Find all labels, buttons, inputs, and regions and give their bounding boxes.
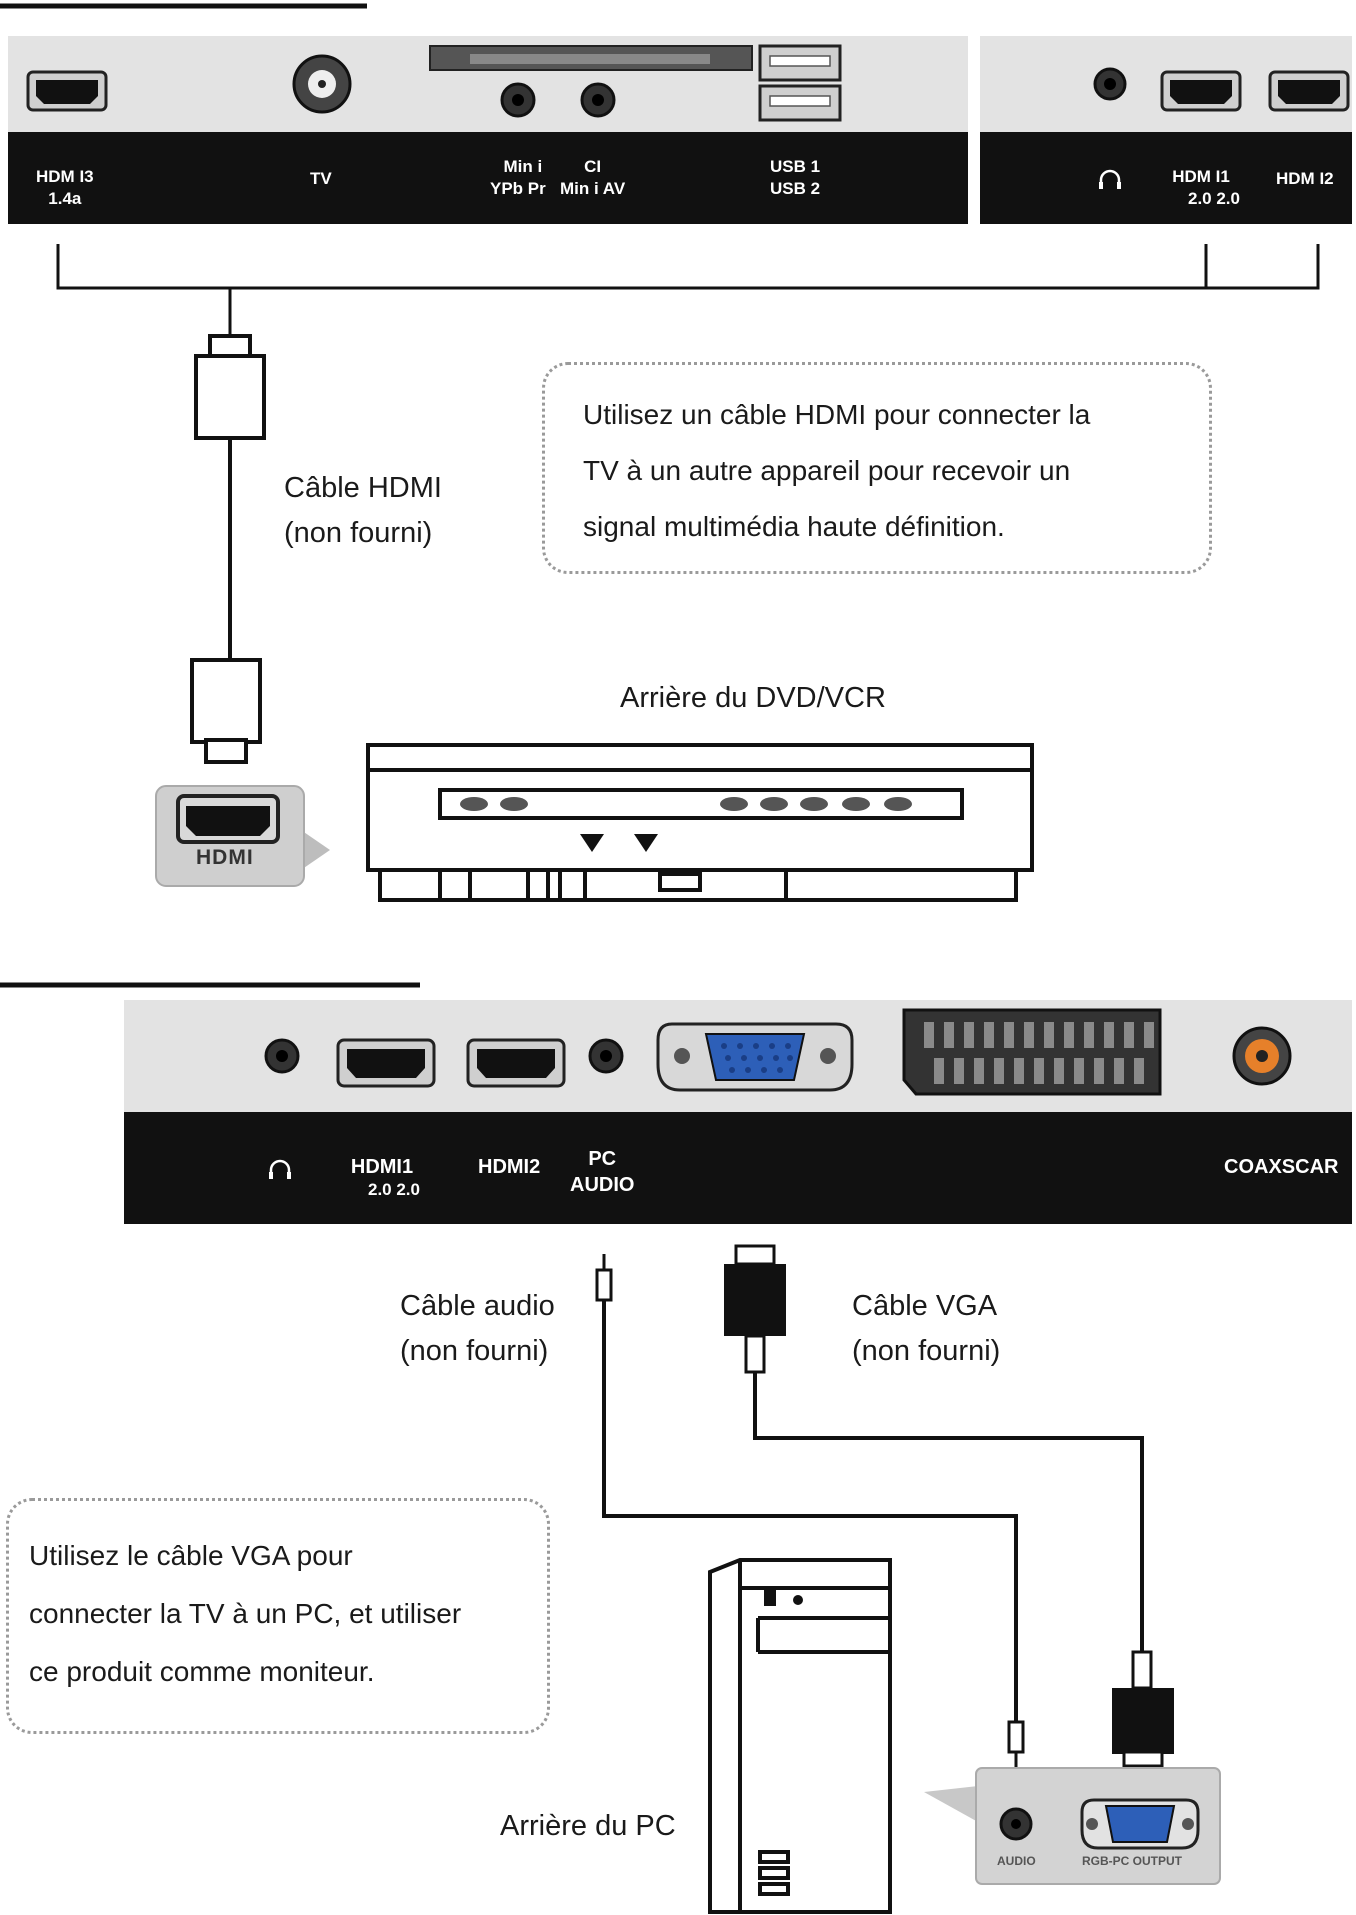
hdmi-note-line: TV à un autre appareil pour recevoir un [583, 455, 1071, 486]
ci-mini-av-label: CI Min i AV [560, 157, 626, 198]
scart-port-icon [902, 1008, 1162, 1096]
vga-note-line: Utilisez le câble VGA pour [29, 1540, 353, 1571]
hdmi-port-callout [155, 785, 330, 887]
hdmi2-port-icon [466, 1038, 566, 1088]
tv-bottom-panel [124, 1000, 1352, 1224]
tv-label: TV [310, 169, 332, 188]
usb-ports-icon [758, 44, 842, 122]
hdmi-port-callout-label: HDMI [196, 846, 254, 869]
headphone-symbol-icon [269, 1159, 291, 1177]
hdmi-note-line: Utilisez un câble HDMI pour connecter la [583, 399, 1091, 430]
audio-cable-icon [595, 1254, 1025, 1768]
pc-audio-label: PC AUDIO [570, 1148, 635, 1196]
vga-note-box: Utilisez le câble VGA pour connecter la … [6, 1498, 550, 1734]
hdmi3-port-icon [26, 70, 108, 112]
hdmi3-label: HDM I3 1.4a [36, 167, 94, 208]
coax-port-icon [1232, 1026, 1292, 1086]
hdmi-note-line: signal multimédia haute définition. [583, 511, 1005, 542]
pc-back-label: Arrière du PC [500, 1810, 676, 1842]
hdmi-cable-icon [190, 334, 266, 764]
pc-audio-port-label: AUDIO [997, 1854, 1036, 1868]
ci-slot-icon [429, 45, 753, 71]
pc-rgb-output-port-icon [1080, 1798, 1200, 1850]
pc-rgb-port-label: RGB-PC OUTPUT [1082, 1854, 1182, 1868]
tv-top-panel-left [8, 36, 968, 224]
mini-ypbpr-label: Min i YPb Pr [490, 157, 546, 198]
vga-note-line: ce produit comme moniteur. [29, 1656, 375, 1687]
hdmi2-bottom-label: HDMI2 [478, 1156, 541, 1178]
hdmi-note-box: Utilisez un câble HDMI pour connecter la… [542, 362, 1212, 574]
arrow-down-icon [580, 834, 604, 852]
vga-cable-icon [724, 1244, 1174, 1768]
tv-antenna-port-icon [292, 54, 352, 114]
hdmi1-label: HDM I1 2.0 2.0 [1172, 167, 1240, 208]
vga-port-icon [656, 1022, 854, 1092]
vga-cable-label: Câble VGA (non fourni) [852, 1290, 1001, 1367]
usb-label: USB 1 USB 2 [770, 157, 821, 198]
hdmi2-label: HDM I2 [1276, 169, 1334, 188]
hdmi-cable-bracket [56, 244, 1320, 338]
dvd-vcr-jacks-icon [460, 797, 912, 811]
hdmi1-port-icon [336, 1038, 436, 1088]
tv-top-panel-right [980, 36, 1352, 224]
coax-scart-label: COAXSCAR [1224, 1156, 1339, 1178]
headphone-symbol-icon [1099, 169, 1121, 187]
audio-cable-label: Câble audio (non fourni) [400, 1290, 555, 1367]
pc-tower-icon [708, 1558, 892, 1914]
pc-port-callout [924, 1767, 1221, 1885]
vga-note-line: connecter la TV à un PC, et utiliser [29, 1598, 462, 1629]
hdmi1-bottom-label: HDMI1 2.0 2.0 [350, 1156, 420, 1199]
hdmi1-port-icon [1160, 70, 1242, 112]
dvd-vcr-label: Arrière du DVD/VCR [620, 682, 886, 714]
arrow-down-icon [634, 834, 658, 852]
dvd-vcr-back-icon [366, 743, 1034, 902]
hdmi-cable-label: Câble HDMI (non fourni) [284, 472, 442, 549]
hdmi2-port-icon [1268, 70, 1350, 112]
